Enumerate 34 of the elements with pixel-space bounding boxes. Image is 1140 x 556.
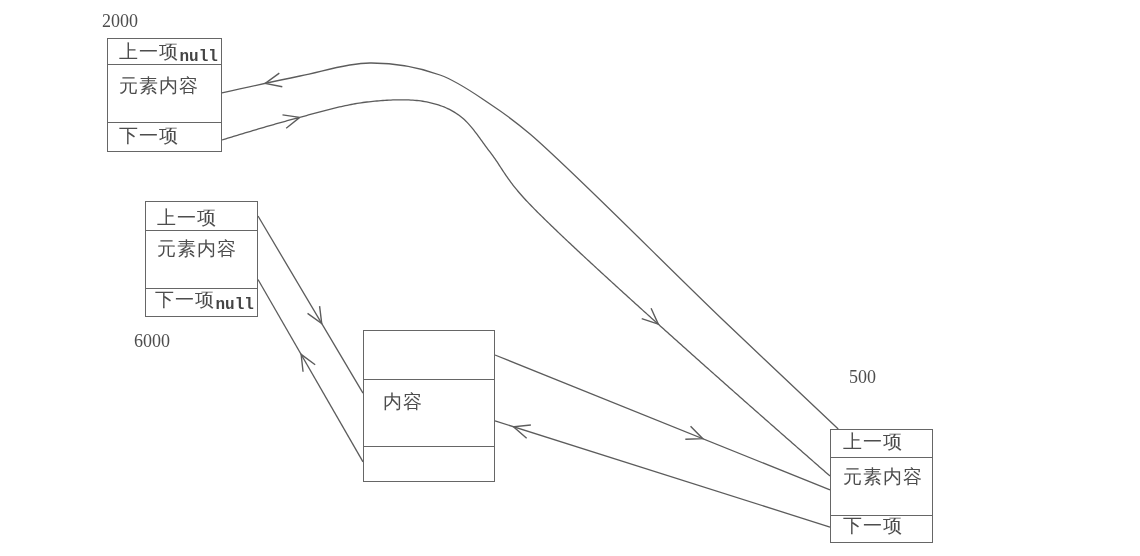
null-value: null — [179, 47, 218, 66]
list-node-field — [107, 121, 222, 152]
list-node — [363, 330, 495, 482]
field-label: 元素内容 — [842, 465, 923, 487]
field-label: 下一项 — [842, 515, 903, 536]
arrow — [257, 278, 364, 463]
field-label: 内容 — [382, 390, 423, 412]
field-label: 上一项 — [842, 430, 903, 452]
list-node-field — [363, 445, 495, 482]
list-node-field — [107, 37, 222, 65]
field-label: 下一项 — [118, 125, 179, 146]
list-node-field — [145, 287, 258, 317]
arrow — [221, 62, 839, 430]
list-node-field — [145, 230, 258, 288]
list-node-field — [145, 200, 258, 231]
list-node-field — [363, 329, 495, 380]
list-node-field — [830, 514, 933, 543]
list-node-field — [107, 64, 222, 122]
field-label: 上一项 — [118, 40, 179, 62]
list-node-field — [830, 428, 933, 458]
address-label: 500 — [849, 366, 876, 387]
list-node-field — [830, 457, 933, 515]
field-label: 元素内容 — [118, 74, 199, 96]
arrow — [221, 99, 831, 477]
arrow — [494, 354, 831, 491]
field-label: 下一项 — [154, 289, 215, 310]
address-label: 2000 — [102, 10, 138, 31]
arrow — [257, 215, 364, 394]
field-label: 上一项 — [156, 206, 217, 228]
field-label: 元素内容 — [156, 237, 237, 259]
null-value: null — [215, 296, 254, 314]
arrow — [494, 420, 831, 528]
list-node-field — [363, 379, 495, 446]
address-label: 6000 — [134, 330, 170, 351]
